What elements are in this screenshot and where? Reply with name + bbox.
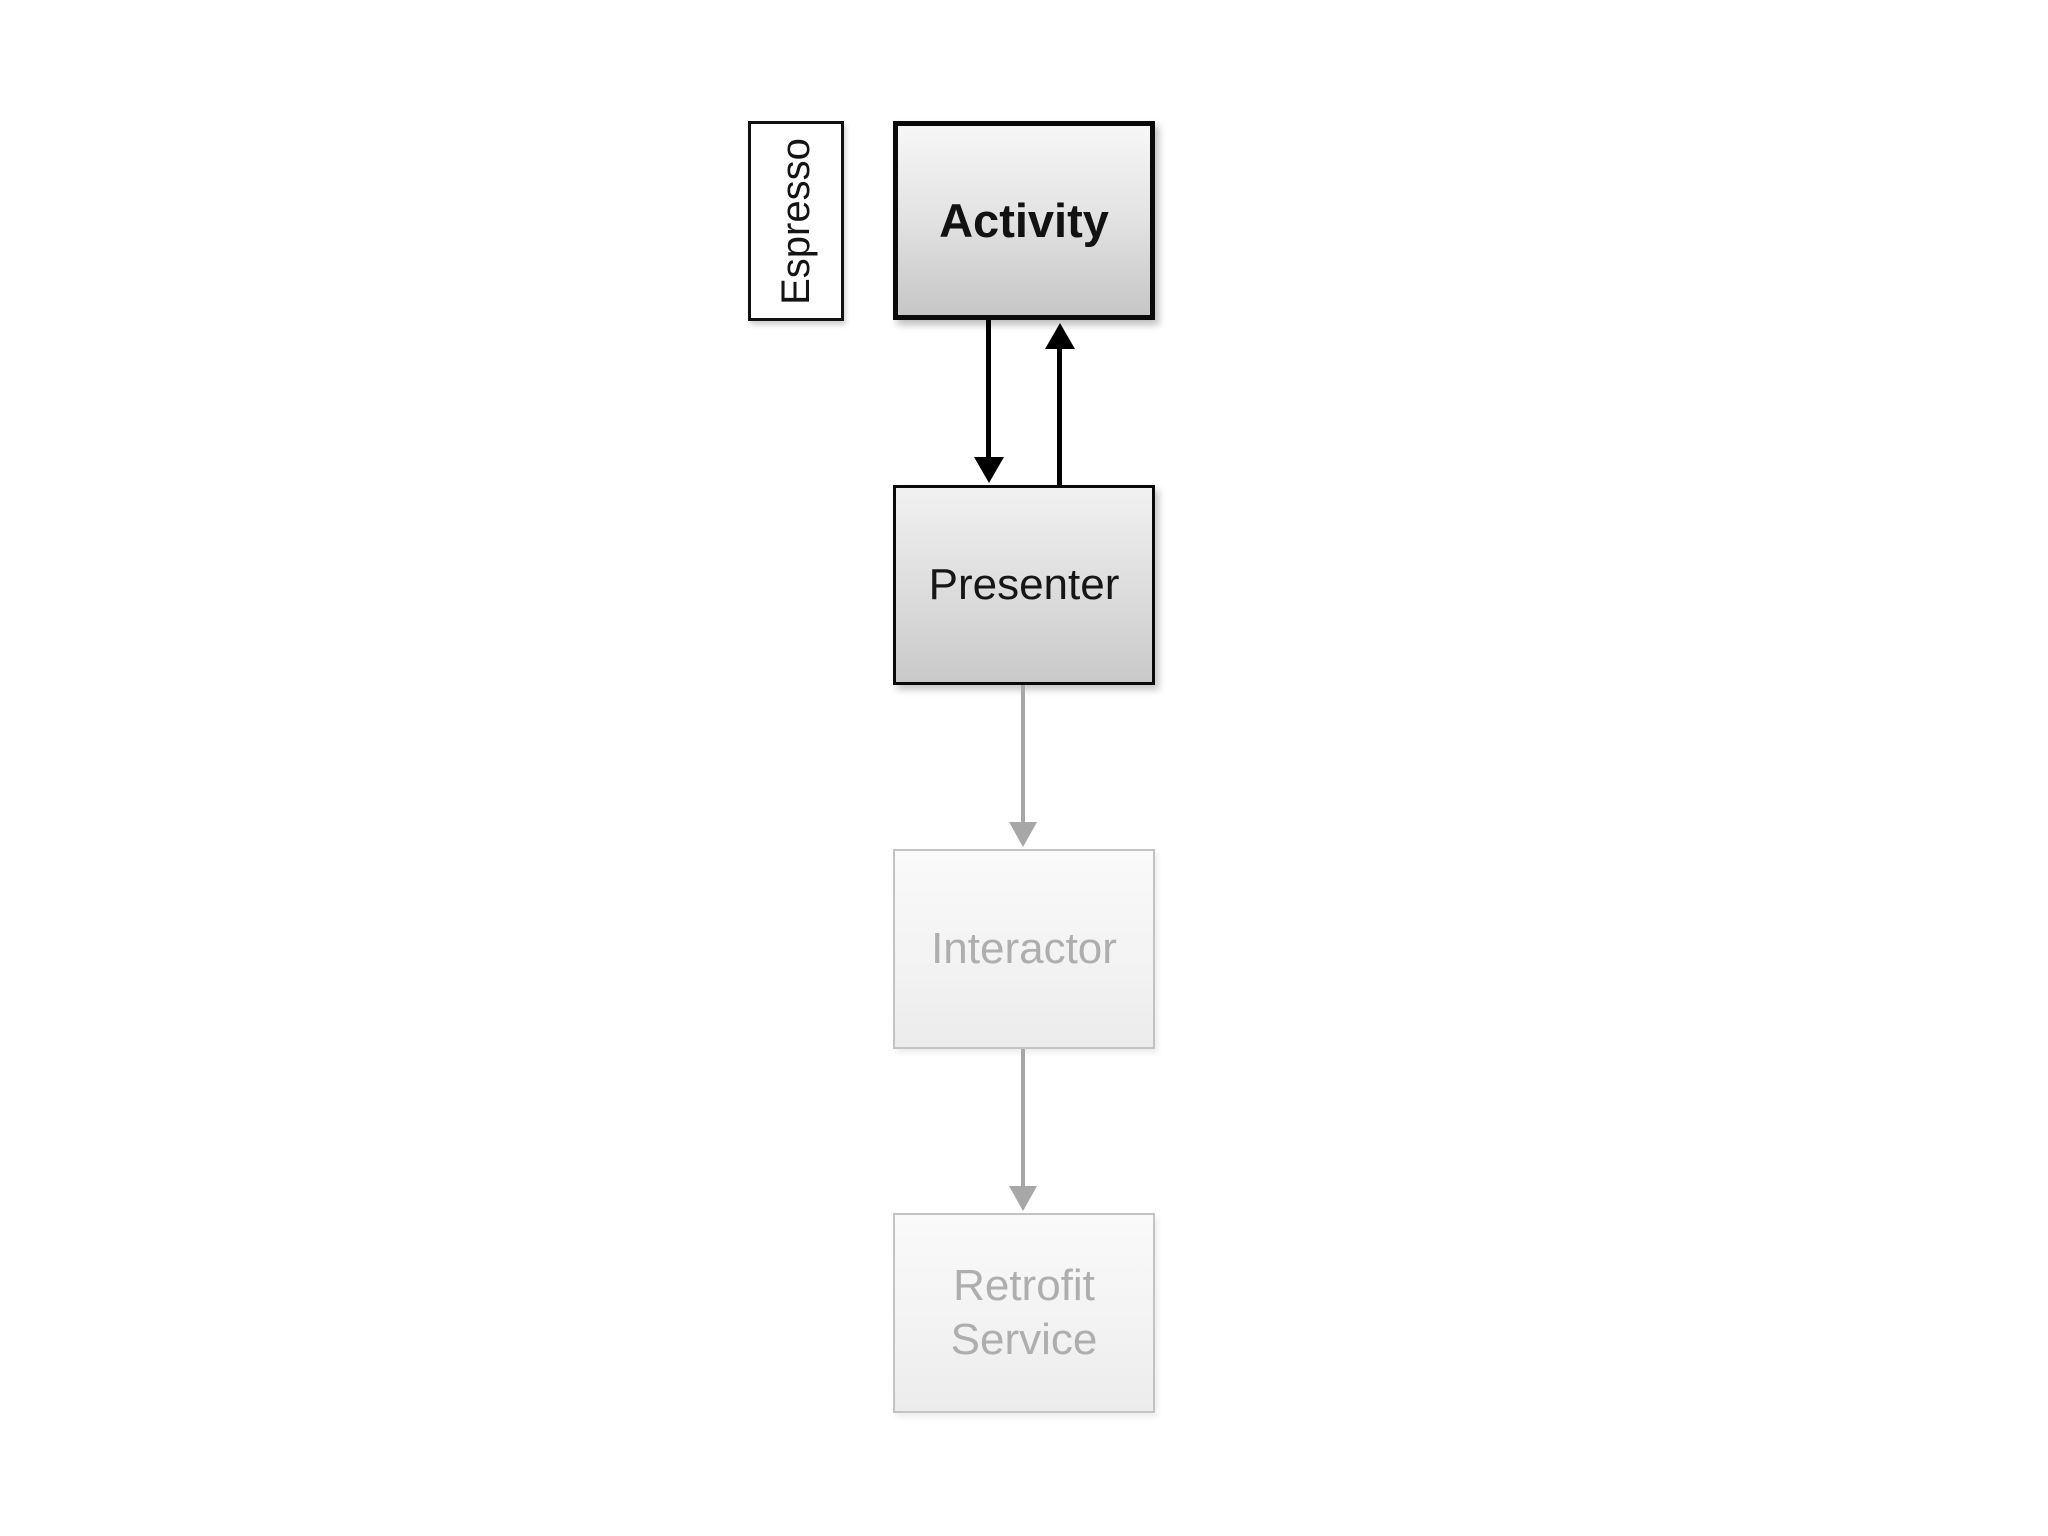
arrow-up-head-icon (1045, 323, 1075, 349)
node-presenter: Presenter (893, 485, 1155, 685)
arrow-presenter-to-activity-line (1057, 348, 1062, 486)
node-interactor: Interactor (893, 849, 1155, 1049)
gray-arrow-down-head-icon (1009, 822, 1037, 847)
node-presenter-label: Presenter (928, 560, 1120, 609)
arrow-presenter-to-interactor-line (1021, 685, 1025, 823)
arrow-activity-to-presenter-line (986, 320, 991, 458)
node-activity-label: Activity (939, 194, 1109, 247)
node-retrofit-service: Retrofit Service (893, 1213, 1155, 1413)
espresso-label: Espresso (773, 137, 818, 305)
espresso-label-box: Espresso (748, 121, 844, 321)
node-activity: Activity (893, 121, 1155, 320)
node-retrofit-service-label: Retrofit Service (950, 1261, 1098, 1364)
gray-arrow-down-head-icon (1009, 1186, 1037, 1211)
node-interactor-label: Interactor (931, 924, 1117, 974)
arrow-down-head-icon (974, 457, 1004, 483)
arrow-interactor-to-retrofit-line (1021, 1049, 1025, 1187)
